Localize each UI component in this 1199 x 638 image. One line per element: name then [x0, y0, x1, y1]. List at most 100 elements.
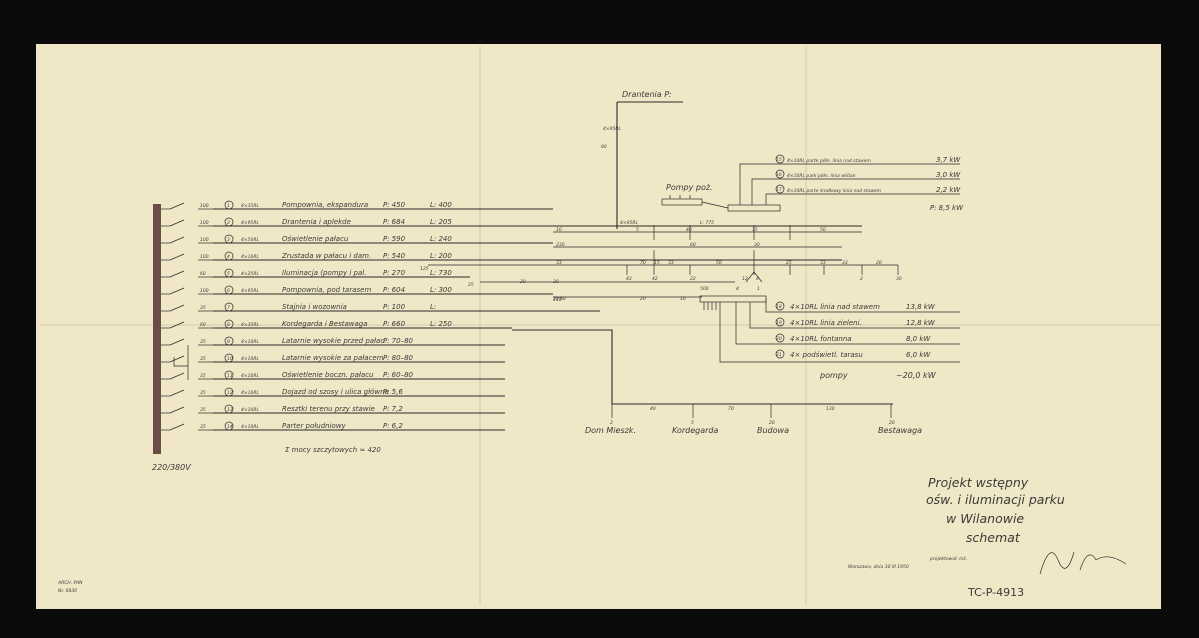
breaker-rating: 35	[200, 356, 206, 362]
fire-pumps-box	[661, 198, 703, 206]
feeder-power: P: 540	[383, 252, 406, 260]
breaker-rating: 60	[200, 271, 206, 277]
segment-number: 33	[668, 260, 674, 266]
breaker-switch	[169, 372, 185, 380]
feeder-number-circle	[775, 184, 785, 194]
feeder-power: P: 660	[383, 320, 406, 328]
feeder-name: Pompownia, pod tarasem	[282, 286, 371, 294]
segment-number: 33	[820, 260, 826, 266]
breaker-switch	[169, 287, 185, 295]
feeder-number: 1	[227, 203, 230, 209]
segment-number: 10	[680, 296, 686, 302]
feeder-number: 20	[776, 336, 782, 342]
lower-distribution-box	[699, 295, 767, 303]
feeder-value: 3,0 kW	[936, 171, 961, 179]
segment-number: 70	[640, 260, 646, 266]
feeder-power: P: 6,2	[383, 422, 403, 430]
cable-label: 4×95RL	[620, 220, 638, 226]
feeder-name: Parter południowy	[282, 422, 347, 430]
bottom-bus	[512, 329, 893, 405]
junction-lines	[745, 271, 763, 283]
feeder-cable: 4×10RL	[241, 407, 259, 413]
feeder-number-circle	[775, 301, 785, 311]
distance-label: 130	[826, 406, 835, 412]
breaker-switch	[169, 321, 185, 329]
drainage-label: Drantenia P:	[622, 90, 672, 99]
archive-stamp-2: Nr. 6830	[58, 588, 77, 594]
segment-number: 60	[560, 296, 566, 302]
mid-branch-ticks	[626, 225, 899, 275]
breaker-rating: 35	[200, 305, 206, 311]
mid-distribution-lines	[428, 231, 898, 298]
feeder-number: 12	[227, 390, 233, 396]
feeder-bracket	[173, 345, 189, 380]
pumps-connector	[701, 201, 729, 209]
segment-number: 60	[690, 242, 696, 248]
cable-label: 4×95RL	[603, 126, 621, 132]
feeder-number: 10	[227, 356, 233, 362]
lower-distribution-ticks	[703, 302, 717, 310]
building-label: Bestawaga	[878, 426, 922, 435]
breaker-switch	[169, 253, 185, 261]
feeder-number-circle	[775, 333, 785, 343]
feeder-number: 14	[227, 424, 233, 430]
bottom-buildings: Dom Mieszk.2Kordegarda5Budowa20Bestawaga…	[585, 406, 922, 435]
cable-label: L: 775	[700, 220, 714, 226]
segment-number: 15	[654, 260, 660, 266]
feeder-cable: 4×10RL	[241, 373, 259, 379]
feeder-number-circle	[775, 154, 785, 164]
segment-number: 12	[742, 276, 748, 282]
feeder-cable: 4×10RL	[241, 356, 259, 362]
breaker-switch	[169, 355, 185, 363]
feeder-value: 8,0 kW	[906, 335, 931, 343]
breaker-rating: 35	[200, 390, 206, 396]
breaker-switch	[169, 423, 185, 431]
feeder-length: L: 730	[430, 269, 452, 277]
segment-number: 1	[757, 286, 760, 292]
date-label: Warszawa, dnia 30 III 1950	[848, 564, 909, 570]
feeder-length: L: 300	[430, 286, 452, 294]
feeder-name: Pompownia, ekspandura	[282, 201, 368, 209]
feeder-value: 6,0 kW	[906, 351, 931, 359]
feeder-name: Stajnia i wozownia	[282, 303, 347, 311]
building-value: 20	[769, 420, 775, 426]
segment-number: 50	[820, 227, 826, 233]
feeder-number: 18	[776, 304, 782, 310]
feeder-length: L:	[430, 303, 436, 311]
distance-label: 70	[728, 406, 734, 412]
segment-number: 125	[420, 266, 429, 272]
lower-distribution-lines	[719, 299, 960, 363]
feeder-power: P: 450	[383, 201, 406, 209]
feeder-power: P: 590	[383, 235, 406, 243]
feeder-description: 4×10RL park półn. linia wiślan	[787, 172, 856, 179]
feeder-number: 17	[776, 187, 782, 193]
feeder-name: Resztki terenu przy stawie	[282, 405, 375, 413]
feeder-cable: 4×50RL	[241, 237, 259, 243]
feeder-description: 4×10RL parte środkowy linia nad stawem	[787, 187, 882, 194]
feeder-number: 21	[776, 352, 782, 358]
feeder-cable: 4×35RL	[241, 203, 259, 209]
designer-label: projektował: inż.	[929, 556, 967, 562]
segment-number: 33	[556, 260, 562, 266]
breaker-switch	[169, 202, 185, 210]
feeder-name: Zrustada w pałacu i dam.	[281, 252, 371, 260]
breaker-switch	[169, 406, 185, 414]
feeder-length: L: 400	[430, 201, 452, 209]
segment-number: 43	[626, 276, 632, 282]
breaker-switch	[169, 236, 185, 244]
distance-label: 40	[650, 406, 656, 412]
breaker-switch	[169, 219, 185, 227]
archive-stamp-1: ARCH. PAN	[57, 580, 83, 586]
segment-number: 40	[686, 227, 692, 233]
feeder-name: Oświetlenie pałacu	[282, 235, 349, 243]
feeder-number: 6	[227, 288, 230, 294]
fire-pumps-ticks	[669, 195, 691, 199]
feeder-description: 4× podświetl. tarasu	[790, 351, 863, 359]
feeder-number-circle	[775, 317, 785, 327]
segment-number: 230	[556, 242, 565, 248]
feeder-description: 4×10RL linia zieleni.	[790, 319, 862, 327]
segment-number: 80	[601, 144, 607, 150]
